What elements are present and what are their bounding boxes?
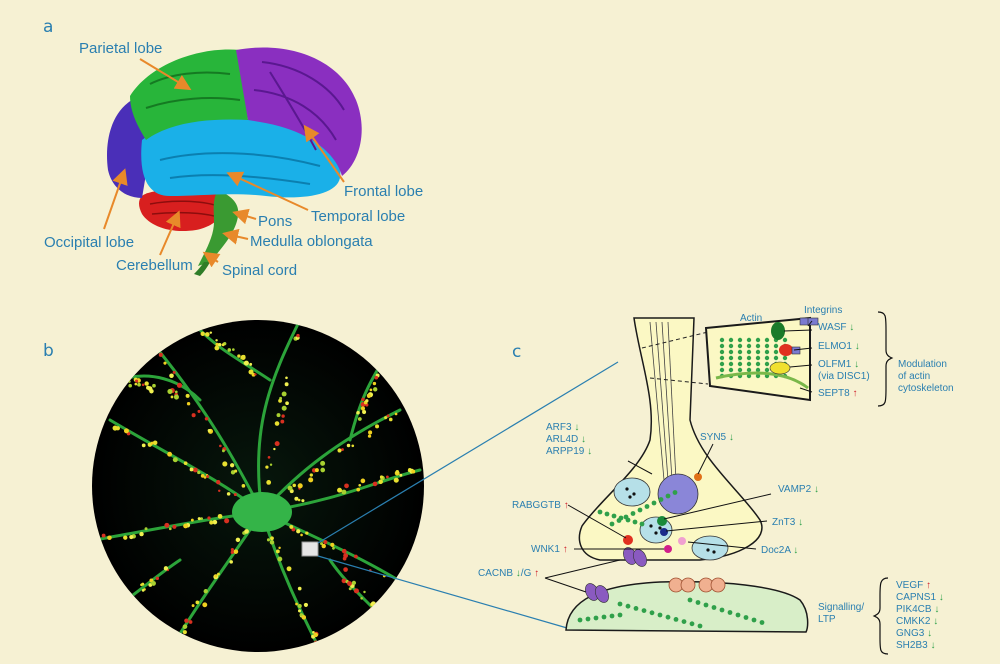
label-modulation-2: of actin [898, 371, 930, 382]
pointer-pons [232, 208, 257, 225]
synapse-diagram [544, 311, 894, 655]
label-medulla: Medulla oblongata [250, 233, 373, 250]
panel-c-label: c [512, 342, 521, 362]
pointer-temporal [226, 171, 309, 211]
vesicle-1 [613, 477, 651, 507]
label-doc2a: Doc2A ↓ [761, 545, 798, 556]
label-signalling-1: Signalling/ [818, 602, 864, 613]
pointer-parietal [139, 58, 192, 91]
label-modulation-1: Modulation [898, 359, 947, 370]
label-rabggtb: RABGGTB ↑ [512, 500, 569, 511]
vamp2-dot [657, 516, 667, 526]
vesicle-3 [691, 535, 729, 561]
label-wasf: WASF ↓ [818, 322, 854, 333]
label-elmo1: ELMO1 ↓ [818, 341, 860, 352]
label-cerebellum: Cerebellum [116, 257, 193, 274]
label-spinal-cord: Spinal cord [222, 262, 297, 279]
label-via-disc1: (via DISC1) [818, 371, 870, 382]
olfm1-protein [769, 361, 791, 375]
neuron-micrograph [92, 320, 424, 652]
label-sept8: SEPT8 ↑ [818, 388, 857, 399]
label-pik4cb: PIK4CB ↓ [896, 604, 939, 615]
label-signalling-2: LTP [818, 614, 836, 625]
rabggtb-dot [623, 535, 633, 545]
label-olfm1: OLFM1 ↓ [818, 359, 859, 370]
pointer-spinal [202, 251, 221, 268]
postsynaptic-receptors [668, 577, 726, 593]
frontal-lobe-region [236, 47, 362, 176]
label-modulation-3: cytoskeleton [898, 383, 954, 394]
panel-b-label: b [43, 341, 54, 361]
pointer-cerebellum [159, 210, 181, 256]
label-arpp19: ARPP19 ↓ [546, 446, 592, 457]
label-vamp2: VAMP2 ↓ [778, 484, 819, 495]
zoom-box [301, 541, 319, 557]
brainstem-region [198, 190, 239, 266]
pointer-occipital [103, 168, 128, 230]
zoom-line-upper [317, 361, 619, 544]
cerebellum-region [139, 189, 226, 232]
integrin-receptor [799, 317, 819, 326]
label-wnk1: WNK1 ↑ [531, 544, 568, 555]
label-cacnb: CACNB ↓/G ↑ [478, 568, 539, 579]
wnk1-dot [664, 545, 672, 553]
label-syn5: SYN5 ↓ [700, 432, 734, 443]
pointer-medulla [222, 228, 249, 245]
zoom-line-lower [317, 555, 575, 631]
label-pons: Pons [258, 213, 292, 230]
elmo1-protein [779, 344, 793, 356]
label-arl4d: ARL4D ↓ [546, 434, 586, 445]
label-frontal-lobe: Frontal lobe [344, 183, 423, 200]
label-occipital-lobe: Occipital lobe [44, 234, 134, 251]
panel-a-label: a [43, 17, 53, 37]
label-temporal-lobe: Temporal lobe [311, 208, 405, 225]
doc2a-dot [678, 537, 686, 545]
label-parietal-lobe: Parietal lobe [79, 40, 162, 57]
label-cmkk2: CMKK2 ↓ [896, 616, 938, 627]
label-integrins: Integrins [804, 305, 842, 316]
label-actin: Actin [740, 313, 762, 324]
syn5-dot [694, 473, 702, 481]
vesicle-syn5 [657, 473, 699, 515]
label-vegf: VEGF ↑ [896, 580, 931, 591]
label-sh2b3: SH2B3 ↓ [896, 640, 935, 651]
label-capns1: CAPNS1 ↓ [896, 592, 944, 603]
label-gng3: GNG3 ↓ [896, 628, 932, 639]
wasf-protein [771, 322, 785, 340]
znt3-dot [660, 528, 668, 536]
pointer-frontal [303, 124, 345, 183]
label-znt3: ZnT3 ↓ [772, 517, 803, 528]
temporal-lobe-region [141, 117, 341, 198]
brain-illustration [107, 47, 362, 276]
label-arf3: ARF3 ↓ [546, 422, 579, 433]
